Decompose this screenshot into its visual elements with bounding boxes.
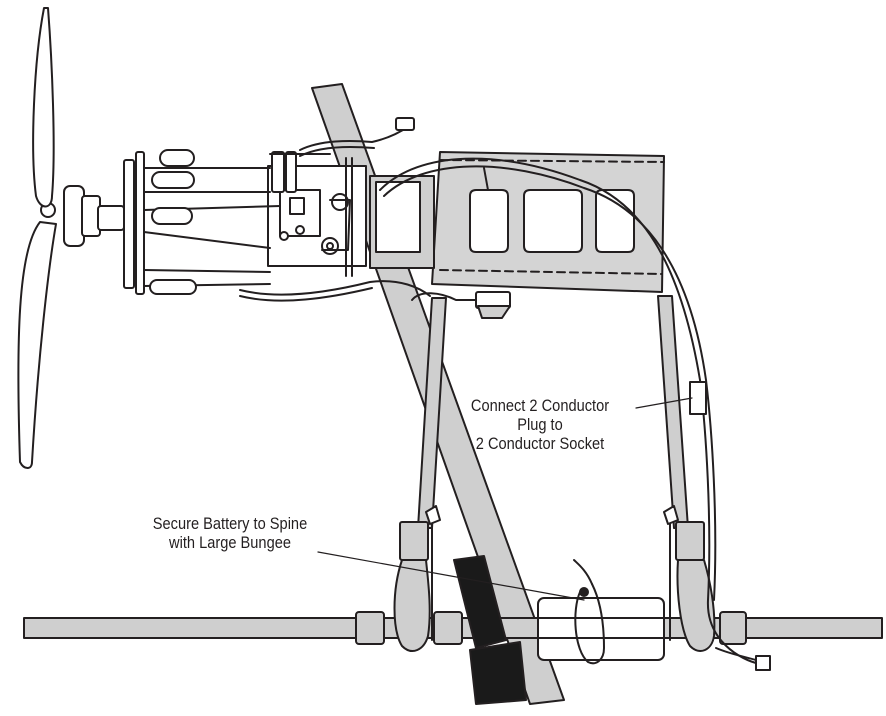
propeller — [17, 7, 57, 469]
leg-ties — [425, 505, 679, 641]
callout-connect-plug: Connect 2 Conductor Plug to 2 Conductor … — [454, 396, 626, 453]
engine-cradle — [267, 157, 435, 277]
callout-secure-battery: Secure Battery to Spine with Large Bunge… — [129, 514, 332, 552]
callout-battery-line1: Secure Battery to Spine — [152, 514, 308, 533]
left-support-leg — [393, 297, 447, 652]
callout-connect-line2: Plug to — [517, 415, 563, 434]
mounting-plate — [431, 151, 665, 293]
wiring-harness — [239, 117, 771, 671]
spinner-hub — [40, 185, 125, 247]
callout-connect-line1: Connect 2 Conductor — [470, 396, 610, 415]
right-support-leg — [657, 295, 716, 652]
large-bungee — [573, 559, 605, 665]
leader-lines — [317, 397, 693, 601]
callout-battery-line2: with Large Bungee — [169, 533, 291, 552]
keel-tube — [23, 611, 883, 645]
callout-connect-line3: 2 Conductor Socket — [475, 434, 605, 453]
